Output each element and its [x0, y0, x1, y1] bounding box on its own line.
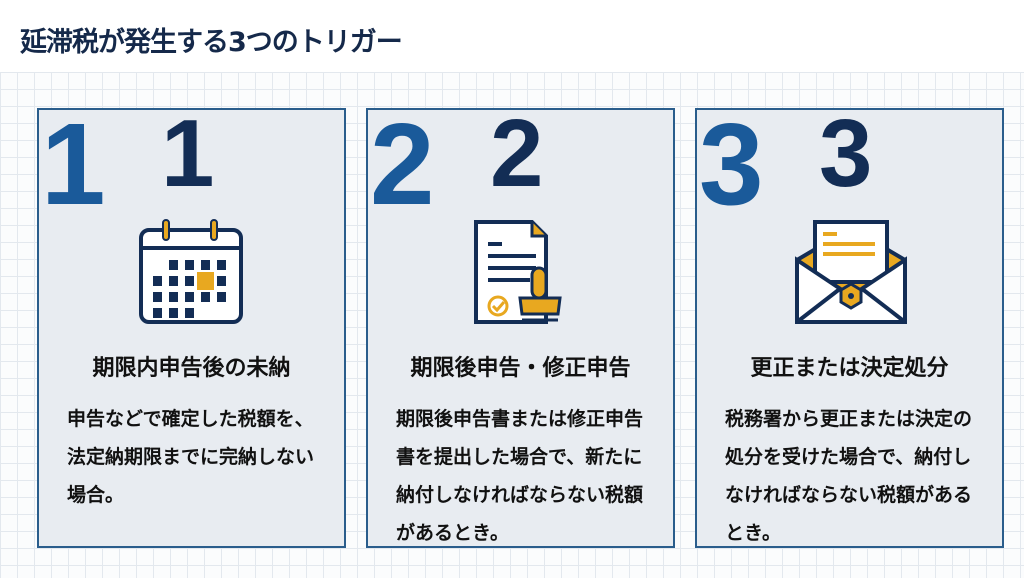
calendar-icon: [139, 219, 243, 324]
card-body: 期限後申告書または修正申告書を提出した場合で、新たに納付しなければならない税額が…: [396, 408, 644, 544]
trigger-card-2: 2 2 期限後申告・修正申告 期限後申告書または修正申告書を提出した場合で、新た…: [366, 99, 675, 548]
card-heading: 期限内申告後の未納: [92, 356, 291, 381]
trigger-card-3: 3 3 更正または決定処分 税務署から更正または決定の処分を受けた場合で、納付し…: [695, 99, 1004, 548]
card-number: 1: [161, 100, 215, 207]
envelope-icon: [795, 220, 907, 324]
card-number: 1: [41, 99, 106, 229]
card-body: 税務署から更正または決定の処分を受けた場合で、納付しなければならない税額があると…: [725, 408, 973, 544]
card-number: 3: [819, 100, 873, 207]
card-number: 3: [699, 99, 764, 229]
page-title: 延滞税が発生する3つのトリガー: [20, 27, 403, 58]
card-body: 申告などで確定した税額を、法定納期限までに完納しない場合。: [67, 408, 315, 506]
trigger-card-1: 1 1 期限内申告後の未納 申告などで確定した税額を、法定納期限までに完納しない…: [37, 99, 346, 548]
card-number: 2: [370, 99, 435, 229]
document-stamp-icon: [474, 220, 562, 324]
card-number: 2: [490, 100, 544, 207]
card-heading: 期限後申告・修正申告: [410, 356, 631, 381]
card-heading: 更正または決定処分: [750, 356, 949, 381]
